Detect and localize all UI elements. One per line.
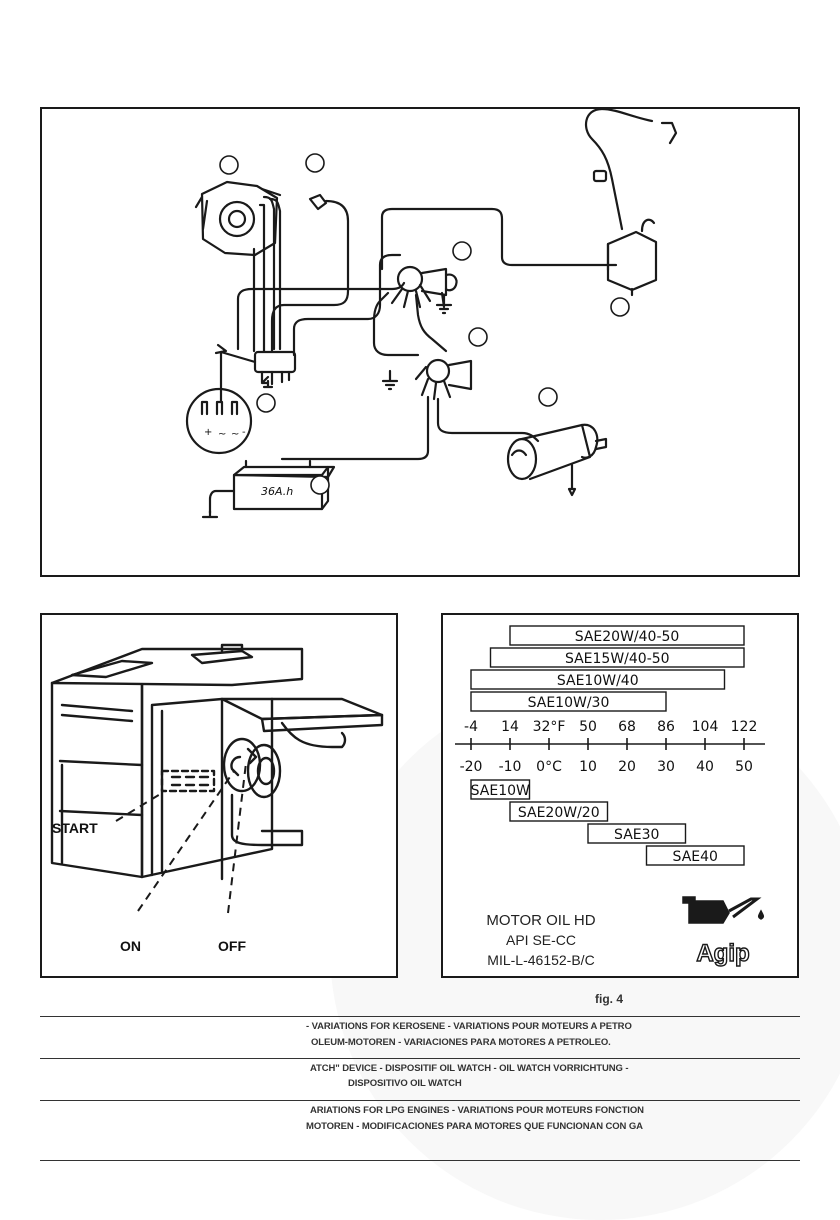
ignition-switch-icon bbox=[390, 265, 458, 309]
section-2-line-1: ATCH" DEVICE - DISPOSITIF OIL WATCH - OI… bbox=[310, 1063, 629, 1074]
section-1-line-2: OLEUM-MOTOREN - VARIACIONES PARA MOTORES… bbox=[311, 1037, 611, 1048]
rule-4 bbox=[40, 1160, 800, 1161]
celsius-tick-7: 50 bbox=[735, 759, 753, 775]
marker-regulator bbox=[256, 393, 276, 413]
celsius-tick-2: 0°C bbox=[536, 759, 562, 775]
section-3-line-2: MOTOREN - MODIFICACIONES PARA MOTORES QU… bbox=[306, 1121, 643, 1132]
fahrenheit-tick-4: 68 bbox=[618, 719, 636, 735]
lower-grade-bar-2 bbox=[587, 823, 687, 844]
fahrenheit-tick-3: 50 bbox=[579, 719, 597, 735]
control-panel-drawing: START ON OFF bbox=[50, 643, 384, 954]
starter-relay-icon bbox=[414, 358, 473, 401]
lower-grade-label-3: SAE40 bbox=[673, 849, 718, 865]
oil-spec-mil: MIL-L-46152-B/C bbox=[487, 952, 594, 968]
celsius-tick-5: 30 bbox=[657, 759, 675, 775]
off-label: OFF bbox=[218, 938, 246, 954]
alternator-icon bbox=[194, 180, 282, 257]
agip-brand-logo: Agip bbox=[696, 940, 749, 967]
marker-battery bbox=[310, 475, 330, 495]
wiring-drawing: 36A.h + ~ ~ - bbox=[185, 109, 678, 519]
rule-2 bbox=[40, 1058, 800, 1059]
fahrenheit-tick-0: -4 bbox=[464, 719, 478, 735]
section-3-line-1: ARIATIONS FOR LPG ENGINES - VARIATIONS P… bbox=[310, 1105, 644, 1116]
regulator-icon bbox=[253, 350, 297, 386]
fahrenheit-tick-7: 122 bbox=[731, 719, 758, 735]
fahrenheit-tick-5: 86 bbox=[657, 719, 675, 735]
terminal-sign-3: ~ bbox=[231, 429, 239, 440]
terminal-sign-2: ~ bbox=[218, 429, 226, 440]
marker-sender bbox=[305, 153, 325, 173]
marker-coil bbox=[610, 297, 630, 317]
marker-starter bbox=[538, 387, 558, 407]
upper-grade-label-0: SAE20W/40-50 bbox=[575, 629, 680, 645]
rule-3 bbox=[40, 1100, 800, 1101]
rule-1 bbox=[40, 1016, 800, 1017]
marker-switch bbox=[452, 241, 472, 261]
celsius-tick-3: 10 bbox=[579, 759, 597, 775]
upper-grade-label-1: SAE15W/40-50 bbox=[565, 651, 670, 667]
fahrenheit-tick-1: 14 bbox=[501, 719, 519, 735]
on-label: ON bbox=[120, 938, 141, 954]
marker-relay bbox=[468, 327, 488, 347]
upper-grade-label-2: SAE10W/40 bbox=[557, 673, 639, 689]
fahrenheit-tick-6: 104 bbox=[692, 719, 719, 735]
upper-grade-bar-2 bbox=[470, 669, 726, 690]
starter-motor-icon bbox=[506, 423, 608, 491]
celsius-tick-6: 40 bbox=[696, 759, 714, 775]
oil-sender-icon bbox=[270, 193, 350, 353]
lower-grade-bar-1 bbox=[509, 801, 609, 822]
upper-grade-bar-1 bbox=[489, 647, 745, 668]
start-label: START bbox=[52, 820, 98, 836]
ignition-coil-icon bbox=[584, 109, 678, 297]
lower-grade-bar-3 bbox=[645, 845, 745, 866]
fahrenheit-tick-2: 32°F bbox=[533, 719, 566, 735]
oil-can-icon bbox=[682, 896, 765, 924]
oil-chart-drawing: SAE20W/40-50SAE15W/40-50SAE10W/40SAE10W/… bbox=[455, 625, 765, 968]
celsius-tick-0: -20 bbox=[460, 759, 483, 775]
oil-product-name: MOTOR OIL HD bbox=[486, 912, 595, 929]
celsius-tick-1: -10 bbox=[499, 759, 522, 775]
control-panel-figure: START ON OFF bbox=[40, 613, 398, 978]
upper-grade-label-3: SAE10W/30 bbox=[528, 695, 610, 711]
lower-grade-label-1: SAE20W/20 bbox=[518, 805, 600, 821]
terminal-sign-4: - bbox=[242, 427, 246, 438]
upper-grade-bar-0 bbox=[509, 625, 745, 646]
oil-spec-api: API SE-CC bbox=[506, 932, 576, 948]
battery-capacity-label: 36A.h bbox=[261, 485, 293, 498]
wiring-diagram: 36A.h + ~ ~ - bbox=[40, 107, 800, 577]
lower-grade-label-2: SAE30 bbox=[614, 827, 659, 843]
celsius-tick-4: 20 bbox=[618, 759, 636, 775]
figure-caption: fig. 4 bbox=[595, 992, 624, 1006]
section-1-line-1: - VARIATIONS FOR KEROSENE - VARIATIONS P… bbox=[306, 1021, 632, 1032]
lower-grade-label-0: SAE10W bbox=[471, 783, 530, 799]
section-2-line-2: DISPOSITIVO OIL WATCH bbox=[348, 1078, 462, 1089]
terminal-sign-1: + bbox=[204, 427, 212, 438]
upper-grade-bar-3 bbox=[470, 691, 667, 712]
marker-alternator bbox=[219, 155, 239, 175]
lower-grade-bar-0 bbox=[470, 779, 531, 800]
